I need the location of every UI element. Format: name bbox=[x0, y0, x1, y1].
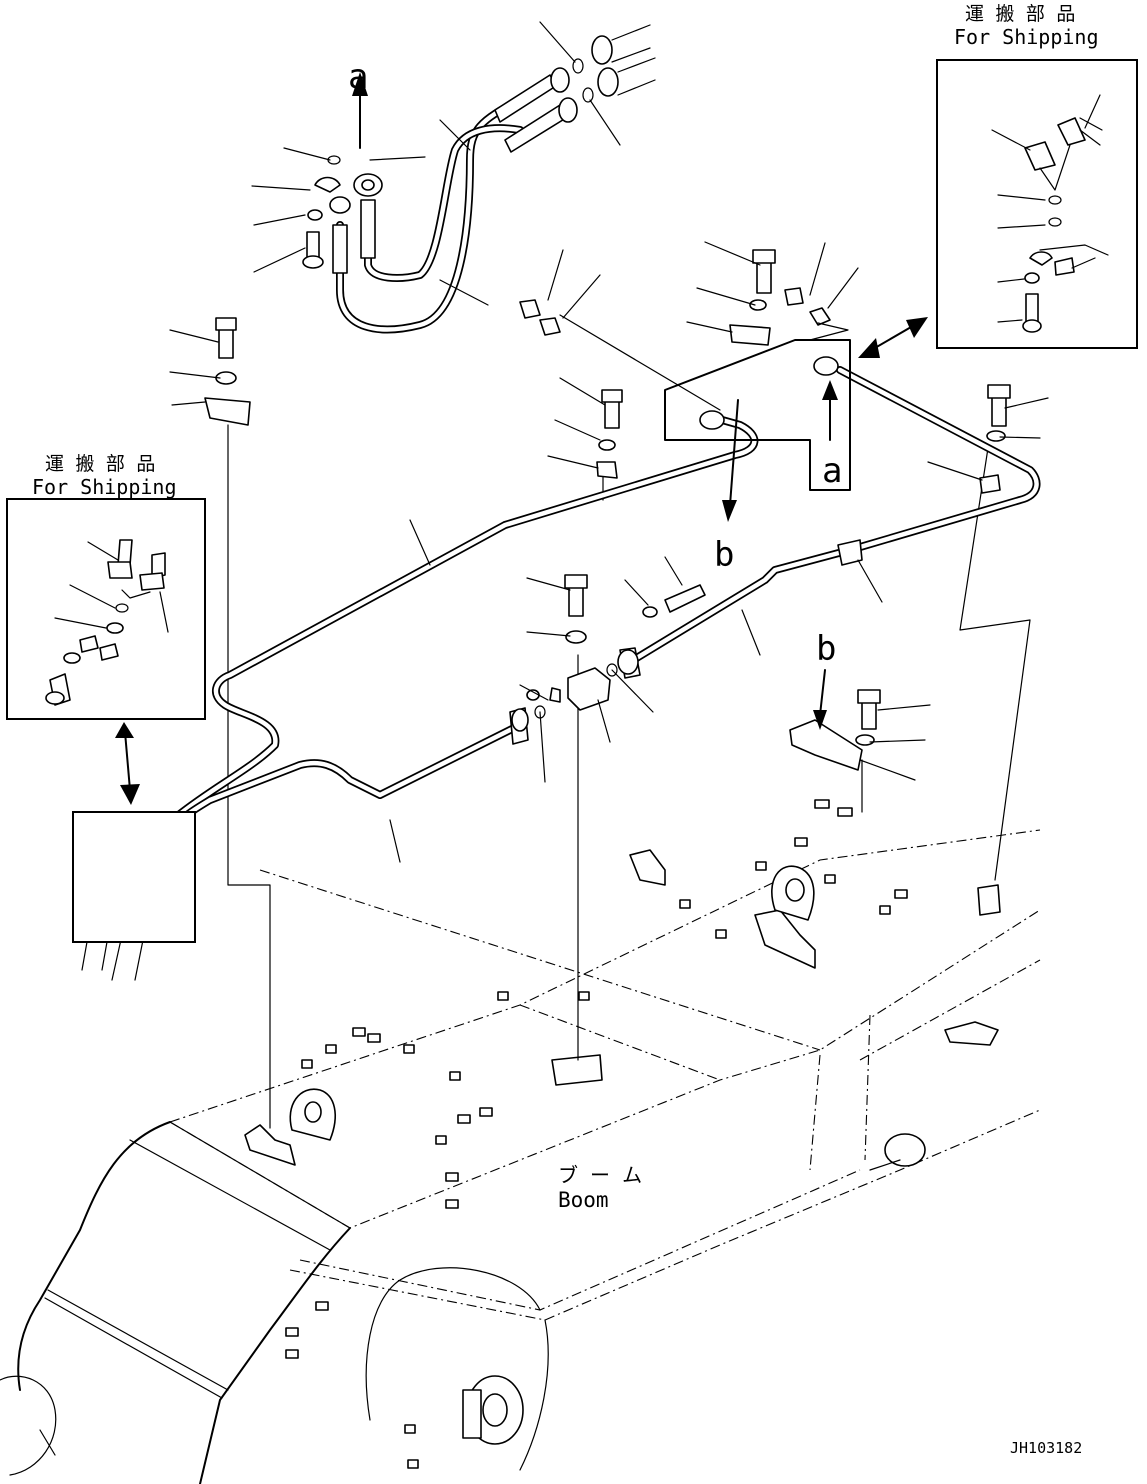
hoses bbox=[329, 24, 656, 334]
boom-label-ja: ブ ー ム bbox=[558, 1163, 642, 1187]
hydraulic-pipes bbox=[124, 366, 1041, 872]
callout-a-box-label: a bbox=[822, 451, 842, 491]
mount-leader-lines bbox=[227, 424, 1031, 1129]
callout-b-bracket-label: b bbox=[816, 629, 836, 669]
shipping-note-left-en: For Shipping bbox=[32, 475, 177, 499]
drawing-number: JH103182 bbox=[1010, 1439, 1082, 1457]
boom-label-en: Boom bbox=[558, 1188, 609, 1212]
connector-detail-box bbox=[72, 811, 196, 943]
callout-b-arrow-label: b bbox=[714, 535, 734, 575]
callout-a-bracket: a bbox=[664, 339, 851, 491]
callout-a-top-label: a bbox=[348, 57, 368, 97]
shipping-note-top-right-ja: 運 搬 部 品 bbox=[965, 3, 1075, 25]
callout-b: b b bbox=[714, 399, 836, 730]
part-leader-lines bbox=[169, 21, 1049, 863]
hardware-parts bbox=[81, 155, 1011, 981]
shipping-note-top-right-en: For Shipping bbox=[954, 25, 1099, 49]
double-arrow-right bbox=[858, 317, 928, 358]
shipping-box-left bbox=[6, 498, 206, 720]
shipping-note-left-ja: 運 搬 部 品 bbox=[45, 453, 155, 475]
double-arrow-left bbox=[115, 722, 140, 805]
boom-structure bbox=[0, 799, 1041, 1484]
callout-a-top: a bbox=[348, 57, 368, 149]
shipping-box-top-right bbox=[936, 59, 1138, 349]
